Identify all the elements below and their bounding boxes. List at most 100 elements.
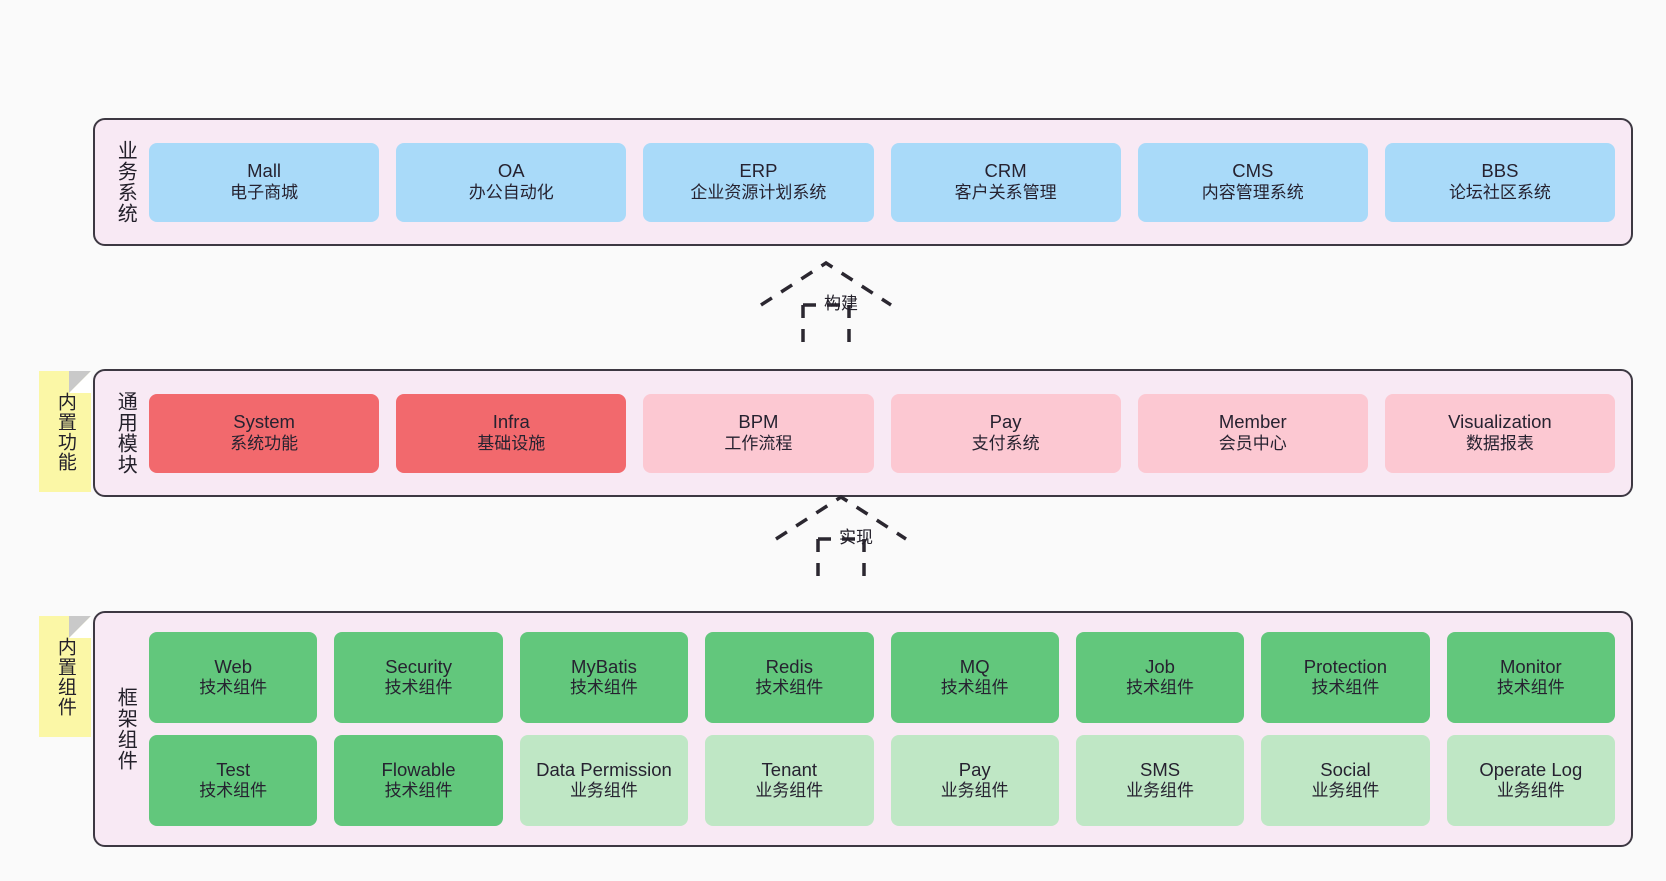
node-mybatis[interactable]: MyBatis 技术组件 (519, 632, 689, 723)
node-subtitle: 业务组件 (1496, 781, 1565, 801)
node-subtitle: 技术组件 (384, 678, 453, 698)
sticky-note-label: 内置组件 (54, 636, 76, 717)
node-subtitle: 技术组件 (384, 781, 453, 801)
node-title: Redis (765, 655, 813, 677)
node-subtitle: 客户关系管理 (954, 182, 1057, 202)
node-subtitle: 基础设施 (477, 433, 546, 453)
node-infra[interactable]: Infra 基础设施 (396, 393, 627, 473)
node-subtitle: 技术组件 (940, 678, 1009, 698)
node-subtitle: 电子商城 (230, 182, 299, 202)
node-title: SMS (1140, 758, 1181, 780)
node-pay[interactable]: Pay 支付系统 (890, 393, 1121, 473)
node-subtitle: 支付系统 (971, 433, 1040, 453)
node-crm[interactable]: CRM 客户关系管理 (890, 142, 1121, 222)
panel-common-body: System 系统功能 Infra 基础设施 BPM 工作流程 Pay 支付系统… (143, 371, 1631, 495)
dashed-arrow-icon (760, 260, 892, 348)
node-mall[interactable]: Mall 电子商城 (149, 142, 380, 222)
panel-business-title: 业务系统 (114, 140, 137, 224)
node-title: MQ (959, 655, 990, 677)
node-flowable[interactable]: Flowable 技术组件 (334, 735, 503, 826)
node-protection[interactable]: Protection 技术组件 (1261, 632, 1430, 723)
connector-realize: 实现 (766, 487, 946, 587)
node-subtitle: 系统功能 (230, 433, 299, 453)
node-tenant[interactable]: Tenant 业务组件 (705, 735, 874, 826)
node-title: Social (1320, 758, 1371, 780)
node-bpm[interactable]: BPM 工作流程 (643, 393, 874, 473)
node-title: OA (497, 160, 525, 182)
node-bbs[interactable]: BBS 论坛社区系统 (1384, 142, 1616, 222)
node-member[interactable]: Member 会员中心 (1137, 393, 1368, 473)
node-title: Pay (958, 758, 991, 780)
node-cms[interactable]: CMS 内容管理系统 (1137, 142, 1368, 222)
node-subtitle: 业务组件 (755, 781, 824, 801)
node-title: Infra (492, 411, 530, 433)
node-title: CMS (1232, 160, 1274, 182)
framework-row-2: Test 技术组件 Flowable 技术组件 Data Permission … (149, 735, 1615, 826)
node-subtitle: 技术组件 (755, 678, 824, 698)
node-oa[interactable]: OA 办公自动化 (396, 142, 627, 222)
node-monitor[interactable]: Monitor 技术组件 (1446, 632, 1615, 723)
node-pay-component[interactable]: Pay 业务组件 (890, 735, 1059, 826)
node-subtitle: 会员中心 (1218, 433, 1287, 453)
node-redis[interactable]: Redis 技术组件 (705, 632, 874, 723)
business-row: Mall 电子商城 OA 办公自动化 ERP 企业资源计划系统 CRM 客户关系… (149, 142, 1616, 222)
node-subtitle: 办公自动化 (468, 182, 554, 202)
node-subtitle: 内容管理系统 (1201, 182, 1304, 202)
panel-framework-title: 框架组件 (114, 687, 137, 771)
node-title: CRM (984, 160, 1027, 182)
node-test[interactable]: Test 技术组件 (149, 735, 318, 826)
node-social[interactable]: Social 业务组件 (1261, 735, 1430, 826)
node-title: BPM (738, 411, 779, 433)
node-mq[interactable]: MQ 技术组件 (890, 632, 1059, 723)
node-title: MyBatis (571, 655, 637, 677)
node-subtitle: 技术组件 (1311, 678, 1380, 698)
node-subtitle: 业务组件 (940, 781, 1009, 801)
node-title: Security (385, 655, 452, 677)
sticky-note-builtin-functions: 内置功能 (39, 371, 91, 492)
node-title: Test (216, 758, 251, 780)
node-subtitle: 技术组件 (1496, 678, 1565, 698)
node-subtitle: 技术组件 (1126, 678, 1195, 698)
node-web[interactable]: Web 技术组件 (149, 632, 318, 723)
node-title: Tenant (761, 758, 818, 780)
node-erp[interactable]: ERP 企业资源计划系统 (643, 142, 874, 222)
sticky-note-label: 内置功能 (54, 391, 76, 472)
node-data-permission[interactable]: Data Permission 业务组件 (519, 735, 689, 826)
node-title: Mall (247, 160, 282, 182)
node-title: Protection (1303, 655, 1388, 677)
panel-framework-body: Web 技术组件 Security 技术组件 MyBatis 技术组件 Redi… (143, 613, 1631, 845)
node-subtitle: 企业资源计划系统 (690, 182, 827, 202)
panel-business-body: Mall 电子商城 OA 办公自动化 ERP 企业资源计划系统 CRM 客户关系… (143, 120, 1631, 244)
node-title: Member (1218, 411, 1287, 433)
panel-common-modules: 通用模块 System 系统功能 Infra 基础设施 BPM 工作流程 Pay… (93, 369, 1633, 497)
node-title: Data Permission (536, 758, 672, 780)
node-operate-log[interactable]: Operate Log 业务组件 (1446, 735, 1615, 826)
node-subtitle: 技术组件 (199, 678, 268, 698)
node-subtitle: 业务组件 (1311, 781, 1380, 801)
node-title: Job (1145, 655, 1175, 677)
node-sms[interactable]: SMS 业务组件 (1075, 735, 1245, 826)
node-title: System (233, 411, 295, 433)
node-title: Web (214, 655, 253, 677)
node-subtitle: 论坛社区系统 (1448, 182, 1551, 202)
node-title: Flowable (381, 758, 456, 780)
panel-business-systems: 业务系统 Mall 电子商城 OA 办公自动化 ERP 企业资源计划系统 CRM… (93, 118, 1633, 246)
node-title: Pay (989, 411, 1022, 433)
node-visualization[interactable]: Visualization 数据报表 (1384, 393, 1616, 473)
node-subtitle: 业务组件 (1126, 781, 1195, 801)
node-subtitle: 工作流程 (724, 433, 793, 453)
node-title: Operate Log (1479, 758, 1583, 780)
common-row: System 系统功能 Infra 基础设施 BPM 工作流程 Pay 支付系统… (149, 393, 1616, 473)
node-subtitle: 技术组件 (199, 781, 268, 801)
framework-row-1: Web 技术组件 Security 技术组件 MyBatis 技术组件 Redi… (149, 632, 1615, 723)
node-subtitle: 业务组件 (569, 781, 638, 801)
node-job[interactable]: Job 技术组件 (1075, 632, 1245, 723)
panel-framework-components: 框架组件 Web 技术组件 Security 技术组件 MyBatis 技术组件… (93, 611, 1633, 847)
node-title: Visualization (1448, 411, 1552, 433)
node-system[interactable]: System 系统功能 (149, 393, 380, 473)
panel-common-title: 通用模块 (114, 391, 137, 475)
node-title: Monitor (1499, 655, 1562, 677)
node-subtitle: 数据报表 (1465, 433, 1534, 453)
node-security[interactable]: Security 技术组件 (334, 632, 503, 723)
